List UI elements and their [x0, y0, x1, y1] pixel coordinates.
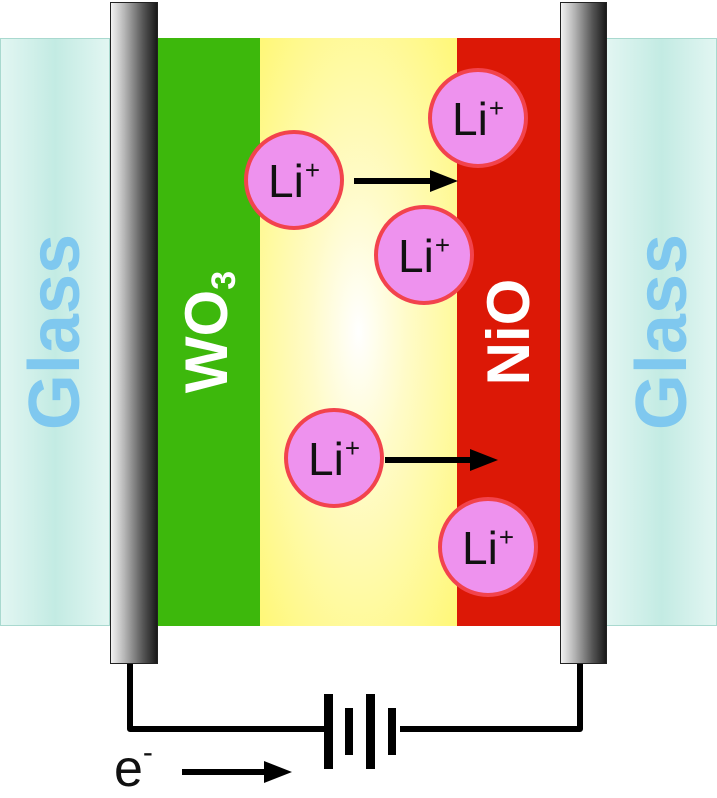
- li-ion: Li+: [244, 130, 344, 230]
- battery-symbol: [324, 694, 396, 769]
- li-ion: Li+: [284, 408, 384, 508]
- li-ion: Li+: [438, 497, 538, 597]
- electrode-right: [560, 2, 607, 664]
- li-ion: Li+: [374, 205, 474, 305]
- electron-arrow: [182, 761, 292, 783]
- ion-arrow-upper: [354, 170, 458, 192]
- li-ion: Li+: [428, 68, 528, 168]
- glass-right: Glass: [606, 38, 717, 626]
- electron-label: e-: [114, 736, 153, 798]
- ion-arrow-lower: [385, 449, 498, 471]
- glass-left: Glass: [0, 38, 110, 626]
- circuit-wire: [127, 664, 583, 732]
- electrode-left: [110, 2, 158, 664]
- wo3-layer: WO3: [158, 38, 260, 626]
